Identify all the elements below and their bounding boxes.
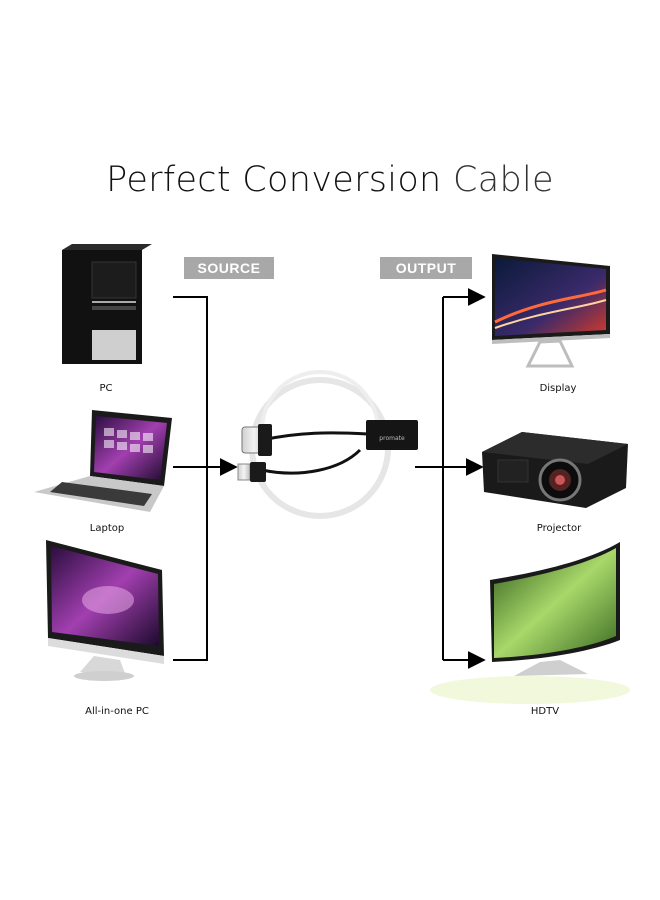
source-label-laptop: Laptop xyxy=(89,523,125,534)
output-tag: OUTPUT xyxy=(380,257,472,279)
source-tag: SOURCE xyxy=(184,257,274,279)
adapter-brand: promate xyxy=(379,435,405,442)
source-connectors xyxy=(173,296,238,661)
laptop-icon xyxy=(34,410,172,512)
ring-inner xyxy=(260,370,380,431)
title-main: Perfect Conversion xyxy=(106,160,442,200)
display-monitor-icon xyxy=(492,254,610,368)
source-bracket xyxy=(173,296,208,661)
adapter-cable: promate xyxy=(237,370,418,519)
hdmi-adapter-box xyxy=(366,420,418,450)
page-title: Perfect Conversion Cable xyxy=(0,160,660,200)
title-suffix: Cable xyxy=(452,160,554,200)
projector-icon xyxy=(482,432,628,508)
output-label-display: Display xyxy=(539,383,577,394)
all-in-one-pc-icon xyxy=(46,540,164,681)
hdtv-icon xyxy=(430,542,630,704)
usb-connector xyxy=(250,462,266,482)
source-label-pc: PC xyxy=(99,383,113,394)
source-label-all-in-one-pc: All-in-one PC xyxy=(85,706,149,717)
output-connectors xyxy=(415,288,486,669)
output-label-hdtv: HDTV xyxy=(530,706,560,717)
pc-tower-icon xyxy=(62,244,152,364)
output-label-projector: Projector xyxy=(536,523,582,534)
